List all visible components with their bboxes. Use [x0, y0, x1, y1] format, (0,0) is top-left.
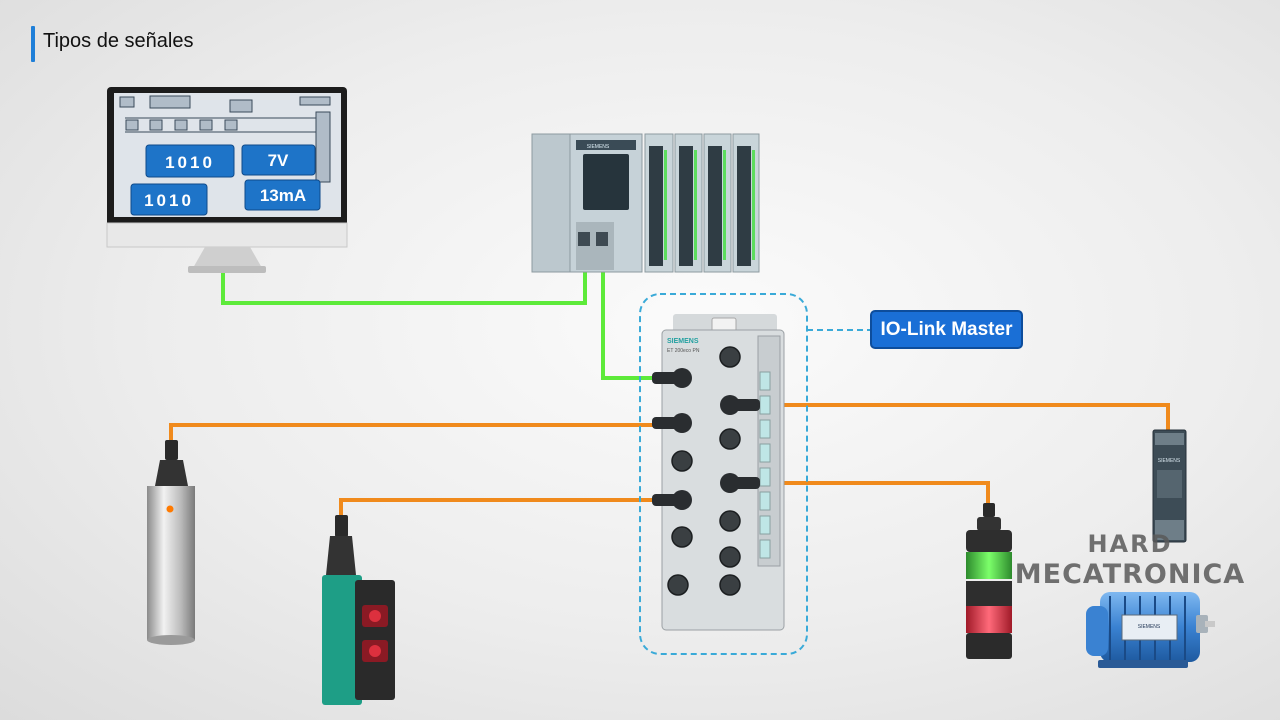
page-title: Tipos de señales	[43, 30, 194, 52]
watermark: HARD MECATRONICA	[1005, 530, 1255, 591]
photoelectric-sensor-icon	[322, 515, 395, 705]
svg-text:ET 200eco PN: ET 200eco PN	[667, 348, 700, 354]
hmi-value-badges: 1010 7V 1010 13mA	[130, 144, 321, 216]
ultrasonic-sensor-icon	[147, 440, 195, 645]
relay-module-icon: SIEMENS	[1152, 429, 1187, 543]
watermark-line-2: MECATRONICA	[1014, 558, 1246, 590]
hmi-badge-current: 13mA	[260, 186, 306, 205]
hmi-badge-binary-1: 1010	[165, 153, 215, 172]
cable-plc-to-master	[601, 245, 655, 380]
cable-hmi-to-plc	[221, 240, 587, 305]
svg-text:SIEMENS: SIEMENS	[587, 144, 610, 150]
iolink-cables	[169, 403, 1170, 520]
svg-text:SIEMENS: SIEMENS	[1158, 458, 1181, 464]
cable-relay-module	[742, 403, 1170, 430]
io-link-master-icon: SIEMENS ET 200eco PN	[652, 314, 785, 631]
io-link-master-group: SIEMENS ET 200eco PN	[639, 293, 870, 655]
motor-icon: SIEMENS	[1086, 592, 1215, 668]
cable-ultrasonic-sensor	[169, 423, 660, 445]
master-dashed-outline	[639, 293, 808, 655]
hmi-badge-binary-2: 1010	[144, 191, 194, 210]
svg-text:SIEMENS: SIEMENS	[1138, 624, 1161, 630]
signal-tower-icon	[966, 503, 1012, 659]
hmi-monitor-icon: 1010 7V 1010 13mA	[106, 87, 348, 273]
cable-signal-tower	[742, 481, 990, 505]
plc-icon: SIEMENS	[531, 133, 760, 273]
svg-text:SIEMENS: SIEMENS	[667, 338, 699, 345]
io-link-master-label: IO-Link Master	[870, 310, 1023, 349]
hmi-badge-voltage: 7V	[268, 151, 289, 170]
cable-photoelectric-sensor	[339, 498, 660, 520]
title-accent-bar	[31, 26, 35, 62]
watermark-line-1: HARD	[1087, 530, 1173, 558]
